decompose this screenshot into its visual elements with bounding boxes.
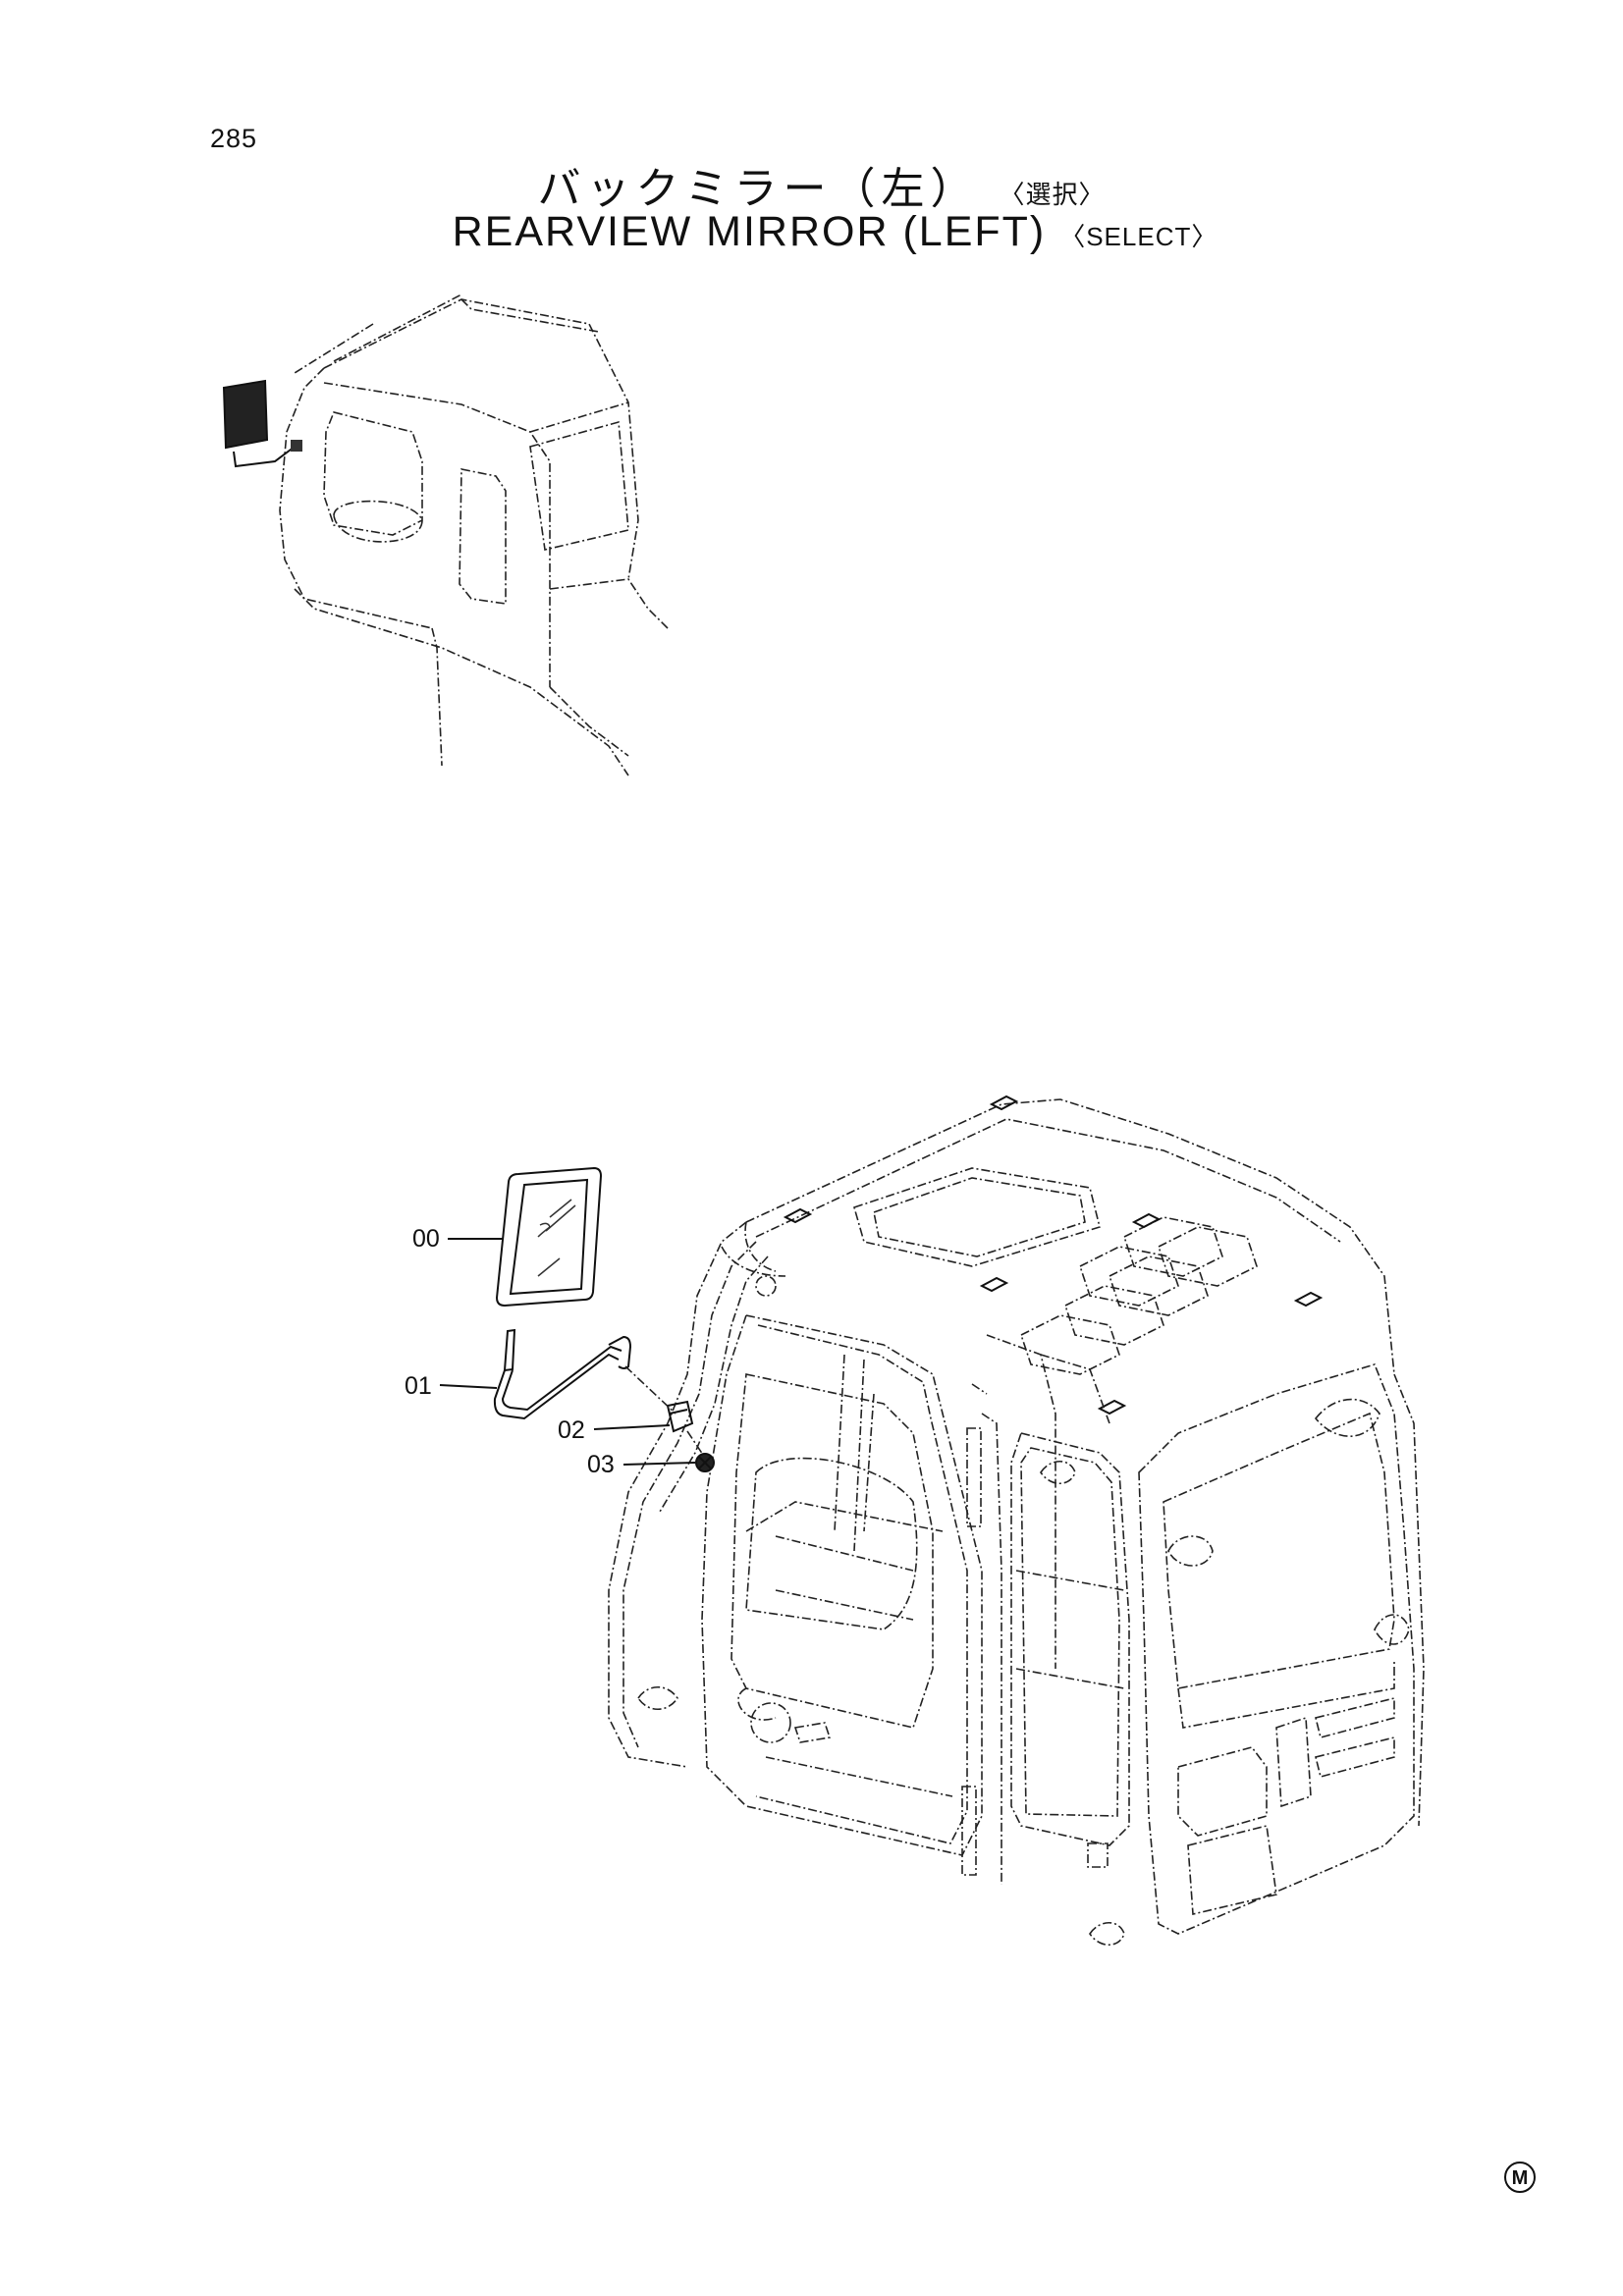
title-japanese: バックミラー（左） 〈選択〉	[0, 153, 1623, 216]
title-japanese-sub: 〈選択〉	[999, 181, 1106, 210]
page-number: 285	[210, 124, 258, 153]
stay-part	[493, 1328, 632, 1420]
title-japanese-main: バックミラー（左）	[537, 164, 980, 214]
corner-mark: M	[1504, 2162, 1536, 2193]
title-english-main: REARVIEW MIRROR (LEFT)	[452, 208, 1047, 255]
title-english-sub: 〈SELECT〉	[1059, 222, 1218, 251]
callout-label-00: 00	[412, 1225, 440, 1253]
overview-cab-drawing	[222, 294, 669, 776]
callout-label-03: 03	[587, 1451, 615, 1478]
callout-03: 03	[587, 1430, 704, 1478]
callout-label-02: 02	[558, 1416, 585, 1444]
corner-mark-letter: M	[1512, 2167, 1529, 2189]
callout-label-01: 01	[405, 1372, 432, 1400]
bolt-part	[695, 1453, 715, 1472]
title-english: REARVIEW MIRROR (LEFT) 〈SELECT〉	[0, 208, 1623, 256]
main-cab-drawing	[608, 1095, 1425, 1947]
callout-02: 02	[558, 1365, 676, 1444]
callout-01: 01	[405, 1372, 498, 1400]
callout-00: 00	[412, 1225, 503, 1253]
bracket-part	[666, 1400, 694, 1433]
mirror-part	[495, 1166, 603, 1308]
